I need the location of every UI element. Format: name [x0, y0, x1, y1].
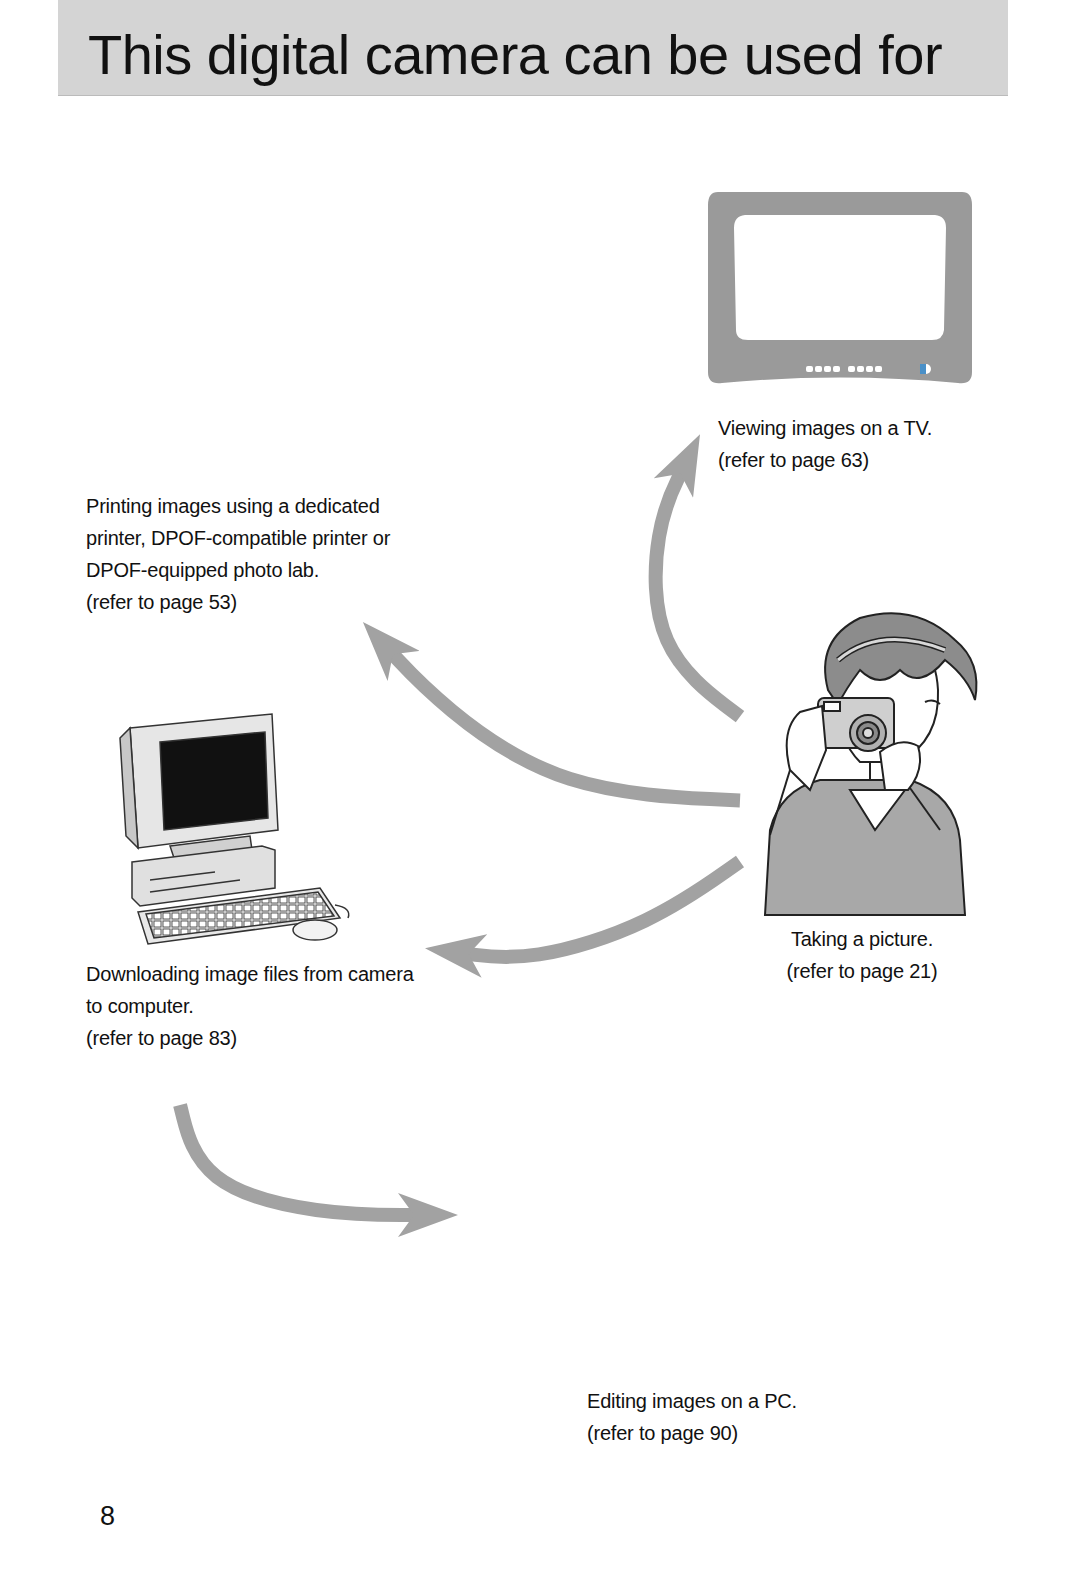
computer-illustration-part — [120, 728, 138, 848]
computer-illustration-part — [138, 888, 340, 944]
tv-illustration-part-part — [848, 366, 855, 372]
computer-illustration — [120, 714, 349, 944]
tv-illustration-part-part — [875, 366, 882, 372]
tv-illustration-part — [734, 215, 946, 340]
tv-illustration-part-part — [806, 366, 813, 372]
caption-text: Printing images using a dedicated printe… — [86, 490, 419, 586]
edit-caption: Editing images on a PC.(refer to page 90… — [458, 1170, 838, 1455]
photographer-illustration-part — [850, 715, 886, 751]
page-reference: (refer to page 63) — [718, 444, 999, 476]
tv-illustration-part-part — [824, 366, 831, 372]
page-reference: (refer to page 90) — [587, 1417, 832, 1449]
tv-illustration-part — [806, 364, 931, 374]
flow-arrow — [656, 470, 740, 717]
page-reference: (refer to page 53) — [86, 586, 419, 618]
photographer-illustration-part — [863, 728, 873, 738]
tv-illustration-part-part — [833, 366, 840, 372]
page-title: This digital camera can be used for — [88, 22, 942, 88]
page-number: 8 — [100, 1500, 115, 1532]
photographer-illustration-part — [770, 770, 790, 835]
photographer-illustration-part — [910, 788, 940, 830]
photographer-illustration-part — [825, 613, 976, 705]
photographer-illustration-part — [765, 780, 965, 915]
flow-arrow — [390, 651, 740, 800]
page-reference: (refer to page 83) — [86, 1022, 419, 1054]
photographer-illustration-part — [880, 742, 920, 790]
computer-illustration-part — [335, 905, 349, 918]
computer-illustration-part — [150, 880, 240, 892]
caption-text: Viewing images on a TV. — [718, 412, 999, 444]
photographer-illustration-part — [850, 790, 905, 830]
page-reference: (refer to page 21) — [740, 955, 984, 987]
photographer-illustration — [765, 613, 976, 915]
download-caption: Downloading image files from camera to c… — [80, 705, 425, 1060]
tv-illustration — [708, 192, 972, 383]
computer-illustration-part — [130, 714, 278, 848]
tv-illustration-part-part — [857, 366, 864, 372]
computer-illustration-part — [160, 732, 268, 830]
photographer-illustration-part — [787, 706, 826, 790]
photographer-illustration-part — [857, 722, 879, 744]
photographer-illustration-part — [824, 702, 840, 711]
print-caption: Printing images using a dedicated printe… — [80, 485, 425, 622]
caption-text: Taking a picture. — [740, 923, 984, 955]
photographer-illustration-part — [925, 700, 940, 704]
flow-arrow — [465, 861, 740, 957]
caption-text: Downloading image files from camera to c… — [86, 958, 419, 1022]
photographer-illustration-part — [838, 640, 945, 660]
computer-illustration-part — [293, 920, 337, 940]
caption-text: Editing images on a PC. — [587, 1385, 832, 1417]
tv-illustration-part-part — [921, 364, 931, 374]
tv-illustration-part — [920, 364, 926, 374]
photographer-illustration-part — [838, 640, 945, 660]
computer-illustration-part — [150, 872, 215, 880]
camera-caption: Taking a picture.(refer to page 21) — [740, 610, 990, 991]
tv-illustration-part — [708, 192, 972, 383]
flow-arrow — [180, 1105, 418, 1215]
tv-illustration-part-part — [815, 366, 822, 372]
tv-caption: Viewing images on a TV.(refer to page 63… — [700, 185, 1005, 480]
tv-illustration-part-part — [866, 366, 873, 372]
